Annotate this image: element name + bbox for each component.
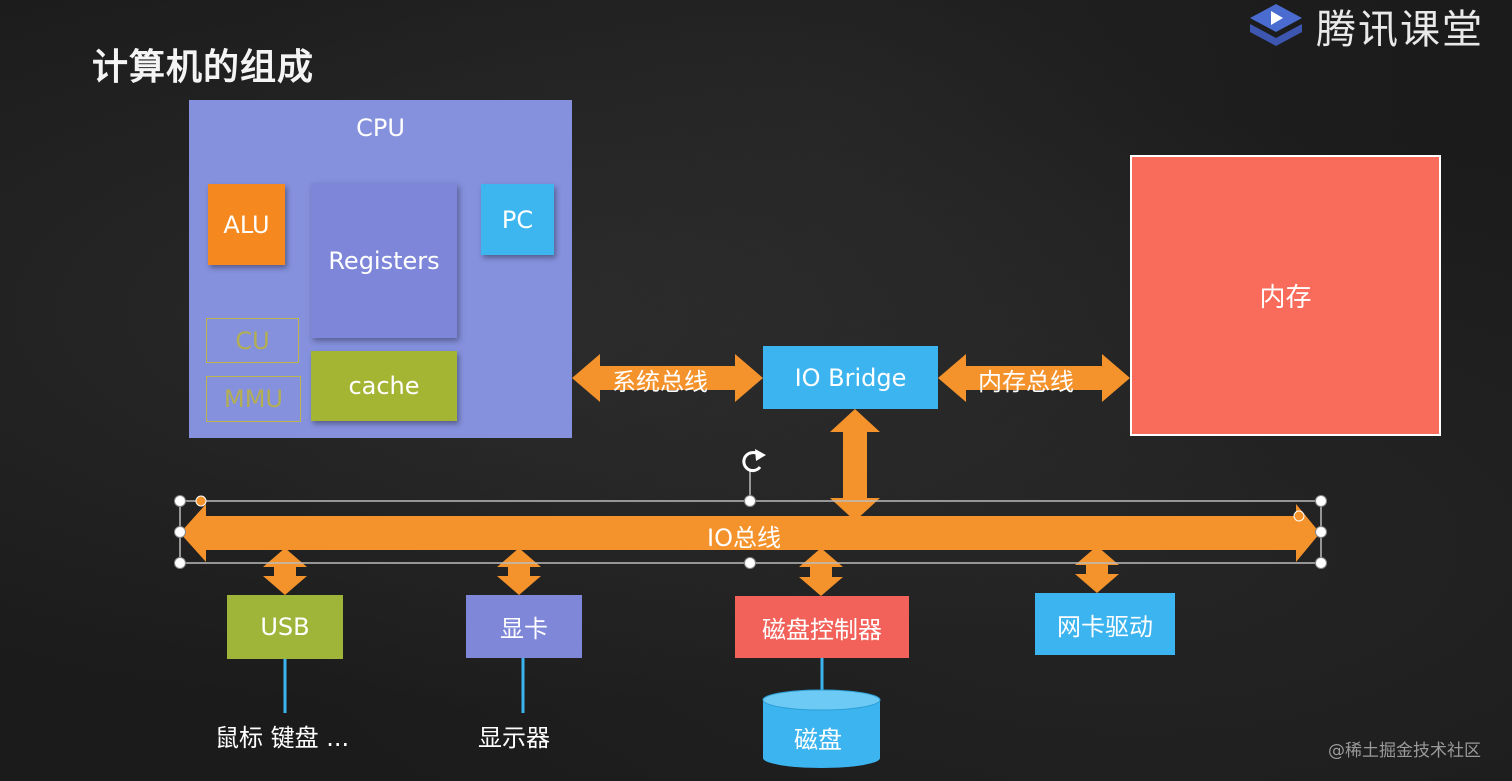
adjust-handle-left[interactable] <box>195 495 207 507</box>
resize-handle-bl[interactable] <box>174 557 186 569</box>
disk-controller-box[interactable]: 磁盘控制器 <box>735 596 909 658</box>
cpu-label: CPU <box>356 114 405 142</box>
display-label: 显示器 <box>478 724 550 752</box>
play-logo-icon <box>1250 4 1302 46</box>
disk-controller-arrow <box>799 548 843 596</box>
cache-box[interactable]: cache <box>311 351 457 421</box>
tencent-classroom-logo: 腾讯课堂 <box>1244 0 1512 53</box>
io-bridge-box[interactable]: IO Bridge <box>763 346 938 409</box>
resize-handle-bm[interactable] <box>744 557 756 569</box>
resize-handle-ml[interactable] <box>174 526 186 538</box>
nic-box[interactable]: 网卡驱动 <box>1035 593 1175 655</box>
alu-box[interactable]: ALU <box>208 184 285 265</box>
logo-text: 腾讯课堂 <box>1316 7 1484 53</box>
mmu-box[interactable]: MMU <box>206 376 301 422</box>
resize-handle-tr[interactable] <box>1315 495 1327 507</box>
gpu-arrow <box>497 548 541 595</box>
slide-title: 计算机的组成 <box>92 47 315 88</box>
bridge-io-arrow <box>830 409 880 521</box>
pc-box[interactable]: PC <box>481 184 554 255</box>
gpu-box[interactable]: 显卡 <box>466 595 582 658</box>
memory-block[interactable]: 内存 <box>1130 155 1441 436</box>
memory-bus-label: 内存总线 <box>978 368 1074 396</box>
rotate-handle-icon[interactable] <box>742 449 766 472</box>
cu-box[interactable]: CU <box>206 318 299 363</box>
disk-label: 磁盘 <box>794 726 842 754</box>
system-bus-arrow <box>572 354 763 402</box>
resize-handle-tl[interactable] <box>174 495 186 507</box>
registers-box[interactable]: Registers <box>311 183 457 338</box>
usb-box[interactable]: USB <box>227 595 343 659</box>
resize-handle-tm[interactable] <box>744 495 756 507</box>
nic-arrow <box>1075 546 1119 593</box>
usb-arrow <box>263 548 307 595</box>
usb-peripherals-label: 鼠标 键盘 ... <box>215 724 350 752</box>
disk-cylinder-icon <box>762 689 881 768</box>
system-bus-label: 系统总线 <box>612 368 708 396</box>
io-bus-arrow <box>180 504 1320 562</box>
adjust-handle-right[interactable] <box>1293 510 1305 522</box>
memory-bus-arrow <box>938 354 1130 402</box>
watermark: @稀土掘金技术社区 <box>1328 741 1481 761</box>
resize-handle-br[interactable] <box>1315 557 1327 569</box>
io-bus-label: IO总线 <box>707 524 781 552</box>
resize-handle-mr[interactable] <box>1315 526 1327 538</box>
